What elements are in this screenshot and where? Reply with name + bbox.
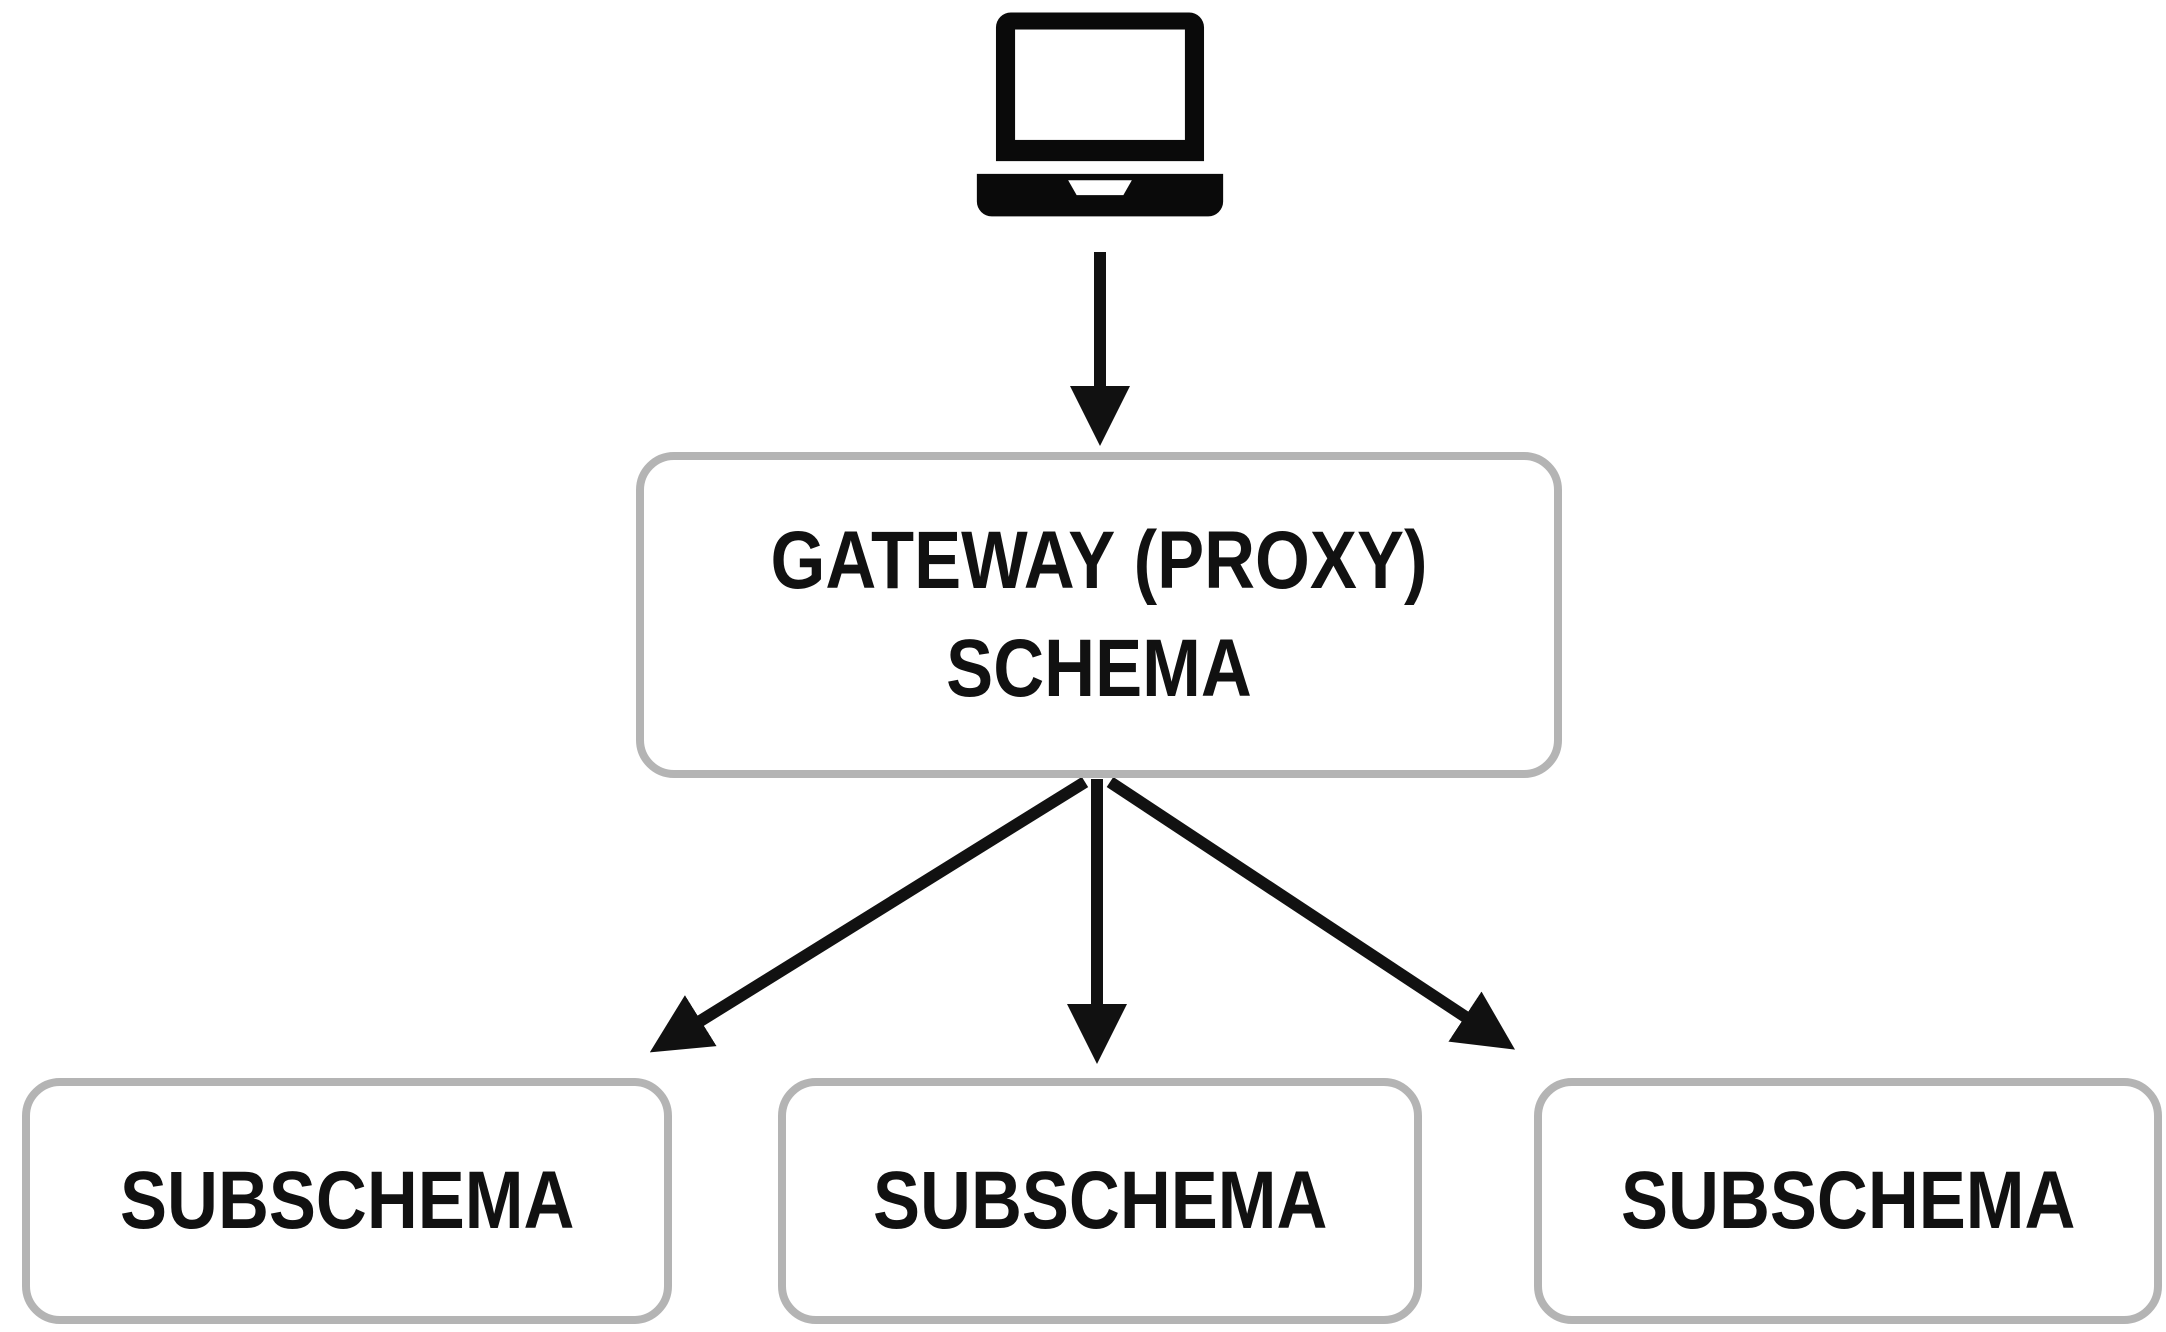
arrow-gateway-to-subschema-3 xyxy=(1106,776,1516,1050)
arrow-gateway-to-subschema-1 xyxy=(649,776,1089,1053)
subschema-node: SUBSCHEMA xyxy=(1534,1078,2162,1324)
laptop-icon xyxy=(962,12,1238,236)
gateway-label-line2: SCHEMA xyxy=(946,623,1252,714)
subschema-label: SUBSCHEMA xyxy=(119,1154,575,1246)
subschema-node: SUBSCHEMA xyxy=(778,1078,1422,1324)
subschema-label: SUBSCHEMA xyxy=(1620,1154,2076,1246)
subschema-node: SUBSCHEMA xyxy=(22,1078,672,1324)
subschema-label: SUBSCHEMA xyxy=(872,1154,1328,1246)
gateway-label-line1: GATEWAY (PROXY) xyxy=(770,514,1428,606)
gateway-schema-label: GATEWAY (PROXY) SCHEMA xyxy=(770,507,1427,723)
gateway-schema-node: GATEWAY (PROXY) SCHEMA xyxy=(636,452,1562,778)
